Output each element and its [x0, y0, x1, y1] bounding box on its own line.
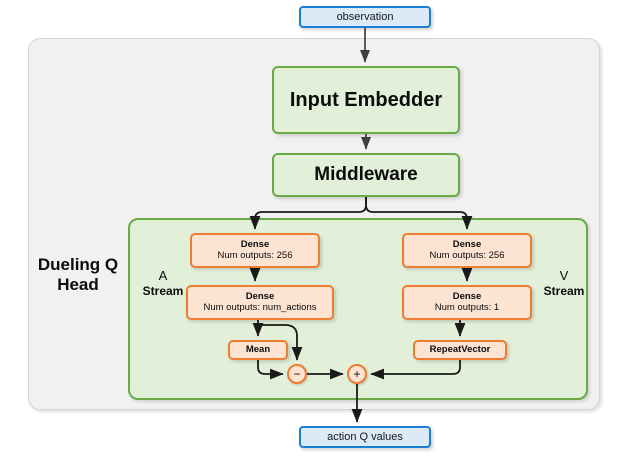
action-q-values-label: action Q values — [327, 431, 403, 443]
v-stream-dense-256-block: Dense Num outputs: 256 — [402, 233, 532, 268]
a-stream-label: A Stream — [136, 268, 190, 299]
v-stream-dense-256-title: Dense — [452, 238, 482, 250]
observation-input-node: observation — [299, 6, 431, 28]
mean-label: Mean — [245, 343, 271, 355]
middleware-label: Middleware — [314, 164, 418, 185]
a-stream-label-line2: Stream — [142, 284, 184, 299]
v-stream-label-line1: V — [559, 268, 569, 283]
a-stream-dense-256-title: Dense — [240, 238, 270, 250]
a-stream-dense-num-actions-subtitle: Num outputs: num_actions — [203, 301, 317, 313]
action-q-values-output-node: action Q values — [299, 426, 431, 448]
middleware-block: Middleware — [272, 153, 460, 197]
subtract-operator-node: − — [287, 364, 307, 384]
repeat-vector-block: RepeatVector — [413, 340, 507, 360]
v-stream-dense-1-title: Dense — [452, 290, 482, 302]
v-stream-dense-256-subtitle: Num outputs: 256 — [429, 249, 505, 261]
repeat-vector-label: RepeatVector — [429, 343, 491, 355]
dueling-q-head-label: Dueling Q Head — [30, 255, 126, 294]
observation-label: observation — [336, 11, 394, 23]
a-stream-dense-256-subtitle: Num outputs: 256 — [217, 249, 293, 261]
dueling-q-head-label-line1: Dueling Q — [37, 255, 119, 274]
v-stream-label: V Stream — [536, 268, 592, 299]
add-operator-glyph: + — [353, 367, 361, 381]
a-stream-dense-num-actions-title: Dense — [245, 290, 275, 302]
a-stream-label-line1: A — [158, 268, 168, 283]
v-stream-dense-1-block: Dense Num outputs: 1 — [402, 285, 532, 320]
a-stream-dense-256-block: Dense Num outputs: 256 — [190, 233, 320, 268]
v-stream-label-line2: Stream — [543, 284, 585, 299]
v-stream-dense-1-subtitle: Num outputs: 1 — [434, 301, 500, 313]
input-embedder-block: Input Embedder — [272, 66, 460, 134]
mean-block: Mean — [228, 340, 288, 360]
subtract-operator-glyph: − — [293, 367, 301, 381]
dueling-q-head-label-line2: Head — [57, 274, 99, 294]
a-stream-dense-num-actions-block: Dense Num outputs: num_actions — [186, 285, 334, 320]
input-embedder-label: Input Embedder — [289, 88, 443, 111]
add-operator-node: + — [347, 364, 367, 384]
